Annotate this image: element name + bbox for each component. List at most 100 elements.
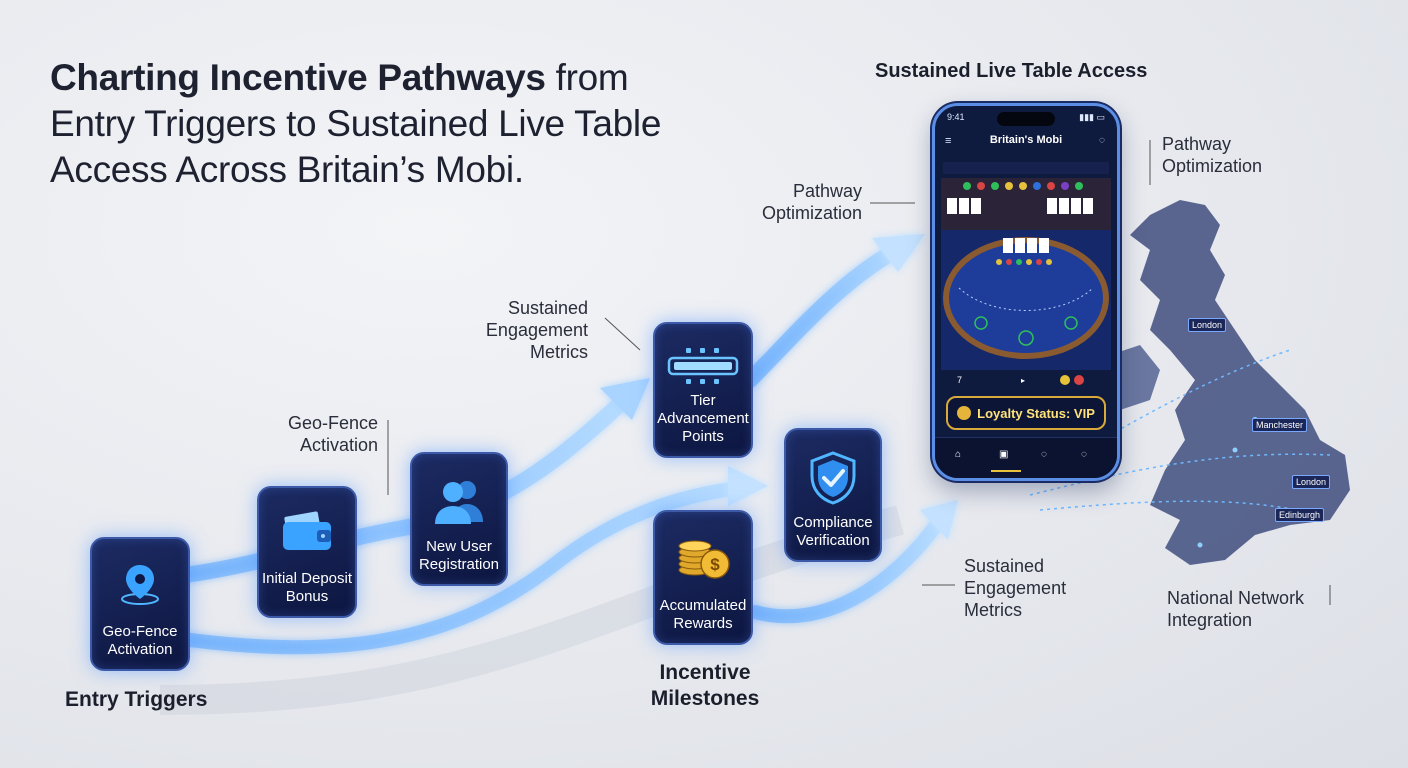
wallet-icon — [259, 510, 355, 554]
node-accumulated-rewards[interactable]: $ Accumulated Rewards — [653, 510, 753, 645]
label-line: Incentive — [659, 661, 751, 684]
section-entry-triggers: Entry Triggers — [65, 688, 208, 711]
crown-badge-icon — [957, 406, 972, 420]
node-geofence-activation[interactable]: Geo-Fence Activation — [90, 537, 190, 671]
node-label: Bonus — [285, 588, 329, 605]
section-incentive-milestones: Incentive Milestones — [640, 660, 770, 712]
phone-mockup: 9:41 ▮▮▮ ▭ Britain's Mobi ≡ ◌ 7 ▸ Loyalt… — [932, 103, 1120, 481]
shield-check-icon — [786, 450, 880, 506]
node-label: Initial Deposit — [261, 570, 353, 587]
map-label-city: London — [1188, 318, 1227, 332]
label-line: Optimization — [761, 203, 862, 223]
label-line: Pathway — [792, 181, 862, 201]
node-label: Points — [682, 428, 724, 445]
upper-arrow-path — [177, 387, 638, 583]
network-line-2 — [1029, 453, 1331, 496]
label-line: Sustained — [964, 556, 1045, 576]
lower-arrow-head-1 — [728, 466, 768, 506]
phone-time: 9:41 — [947, 112, 965, 122]
node-label: Activation — [107, 641, 173, 658]
label-line: Metrics — [964, 600, 1022, 620]
node-label: Verification — [796, 532, 870, 549]
title-rest: from — [545, 57, 629, 98]
bell-icon[interactable]: ◌ — [1099, 135, 1105, 146]
label-line: Engagement — [485, 320, 588, 340]
connector-sustained-left — [604, 317, 641, 351]
upper-arrow-head-2 — [872, 234, 925, 272]
phone-notch — [997, 112, 1055, 126]
title-line2: Entry Triggers to Sustained Live Table — [50, 103, 662, 144]
svg-text:$: $ — [710, 555, 720, 574]
live-table-view[interactable]: 7 ▸ — [941, 178, 1111, 428]
upper-arrow-path-2 — [742, 237, 913, 388]
network-line-1 — [1029, 349, 1291, 481]
loyalty-text: Loyalty Status: VIP — [977, 405, 1095, 421]
node-label: Advancement — [657, 410, 749, 427]
label-pathway-optimization-right: Pathway Optimization — [1162, 133, 1262, 177]
node-label: Tier — [690, 392, 716, 409]
nav-active-indicator — [991, 470, 1021, 472]
node-initial-deposit-bonus[interactable]: Initial Deposit Bonus — [257, 486, 357, 618]
label-sustained-engagement-left: Sustained Engagement Metrics — [470, 297, 588, 363]
label-pathway-optimization-left: Pathway Optimization — [740, 180, 862, 224]
progress-bar-icon — [655, 346, 751, 386]
phone-heading: Sustained Live Table Access — [875, 60, 1148, 82]
location-pin-icon — [92, 559, 188, 609]
label-line: Metrics — [530, 342, 588, 362]
node-new-user-registration[interactable]: New User Registration — [410, 452, 508, 586]
users-icon — [412, 476, 506, 526]
label-line: Integration — [1167, 610, 1253, 630]
coins-icon: $ — [655, 532, 751, 582]
node-label: New User — [426, 538, 492, 555]
uk-map-shape — [1130, 200, 1350, 565]
map-label-city: Manchester — [1252, 418, 1308, 432]
loyalty-status-badge[interactable]: Loyalty Status: VIP — [946, 396, 1106, 430]
node-label: Compliance — [793, 514, 873, 531]
dealer-cards-left — [947, 198, 981, 214]
page-title: Charting Incentive Pathways from Entry T… — [50, 55, 750, 193]
trophy-icon[interactable]: ▣ — [999, 449, 1009, 460]
map-node-dot — [1232, 447, 1238, 453]
chip-row — [963, 182, 1083, 190]
label-line: Sustained — [507, 298, 588, 318]
phone-app-title: Britain's Mobi — [989, 134, 1063, 146]
label-line: Engagement — [964, 578, 1067, 598]
lower-arrow-head-2 — [920, 500, 958, 540]
node-label: Registration — [418, 556, 500, 573]
node-label: Rewards — [673, 615, 733, 632]
lower-arrow-path-2 — [748, 513, 947, 624]
menu-icon[interactable]: ≡ — [945, 135, 952, 147]
wallet-nav-icon[interactable]: ◌ — [1041, 449, 1047, 460]
dealer-cards-right — [1047, 198, 1093, 214]
label-line: National Network — [1167, 588, 1305, 608]
shadow-swoosh — [159, 505, 904, 715]
node-compliance-verification[interactable]: Compliance Verification — [784, 428, 882, 562]
label-national-network: National Network Integration — [1167, 587, 1304, 631]
label-sustained-engagement-right: Sustained Engagement Metrics — [964, 555, 1066, 621]
node-tier-advancement[interactable]: Tier Advancement Points — [653, 322, 753, 458]
profile-icon[interactable]: ◌ — [1081, 449, 1087, 460]
label-line: Milestones — [650, 687, 760, 710]
lower-arrow-path — [183, 481, 747, 655]
phone-status-bar: 9:41 ▮▮▮ ▭ — [947, 112, 1105, 126]
phone-bottom-nav: ⌂ ▣ ◌ ◌ — [935, 437, 1117, 478]
phone-tabs — [943, 162, 1109, 174]
label-line: Optimization — [1162, 156, 1263, 176]
signal-icon: ▮▮▮ ▭ — [1079, 112, 1105, 122]
label-line: Activation — [299, 435, 378, 455]
svg-text:7: 7 — [957, 375, 962, 385]
node-label: Geo-Fence — [102, 623, 178, 640]
label-line: Pathway — [1162, 134, 1232, 154]
map-label-city: London — [1292, 475, 1331, 489]
label-line: Geo-Fence — [287, 413, 378, 433]
map-node-dot — [1197, 542, 1203, 548]
title-line3: Access Across Britain’s Mobi. — [50, 149, 524, 190]
table-cards — [1003, 238, 1049, 253]
node-label: Accumulated — [659, 597, 747, 614]
svg-text:▸: ▸ — [1021, 376, 1025, 385]
title-bold: Charting Incentive Pathways — [50, 57, 546, 98]
upper-arrow-head-1 — [600, 378, 650, 420]
home-icon[interactable]: ⌂ — [955, 449, 962, 460]
label-geofence-activation: Geo-Fence Activation — [260, 412, 378, 456]
map-label-city: Edinburgh — [1275, 508, 1325, 522]
